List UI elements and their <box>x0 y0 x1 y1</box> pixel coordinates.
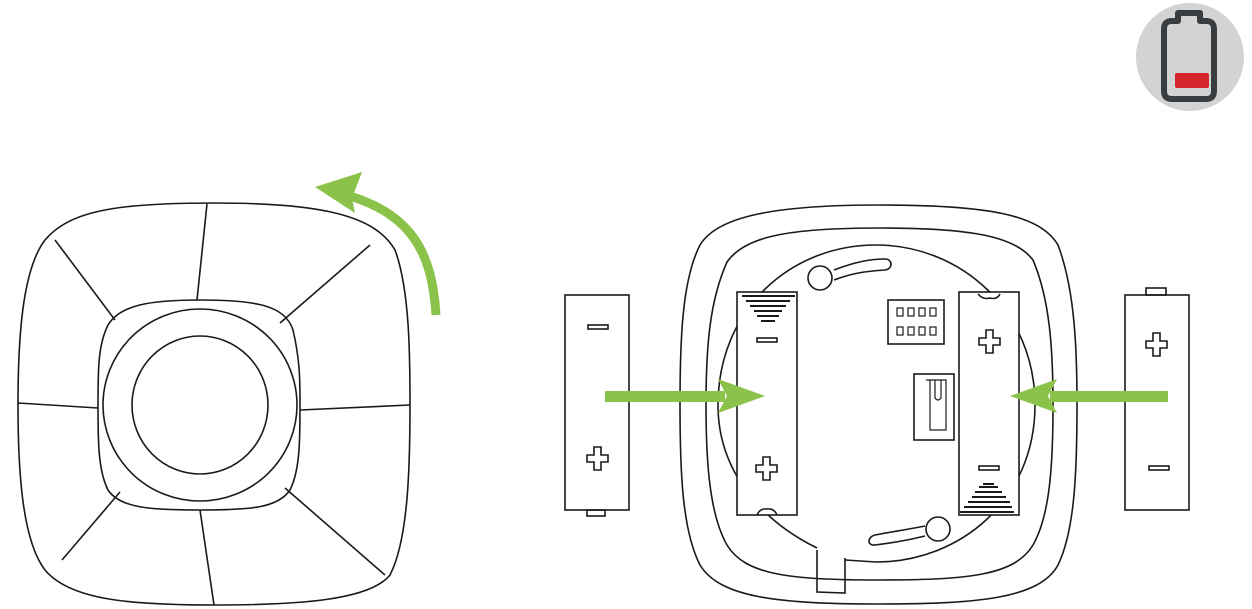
rotate-arrow-icon <box>348 191 441 316</box>
insert-arrow-left-icon <box>718 379 765 413</box>
battery-slot-left <box>736 291 798 516</box>
insert-arrow-right-shaft <box>1050 391 1168 402</box>
rotate-arrowhead <box>315 172 362 213</box>
battery-slot-right <box>958 291 1020 516</box>
insert-arrow-right-icon <box>1010 379 1057 413</box>
device-front-cover <box>17 202 411 606</box>
switch <box>913 373 955 441</box>
insert-arrow-left-shaft <box>605 391 725 402</box>
battery-left <box>564 294 630 517</box>
battery-right <box>1124 287 1190 511</box>
battery-low-icon <box>1136 3 1244 111</box>
device-back <box>679 204 1078 605</box>
battery-level-fill <box>1175 73 1209 88</box>
